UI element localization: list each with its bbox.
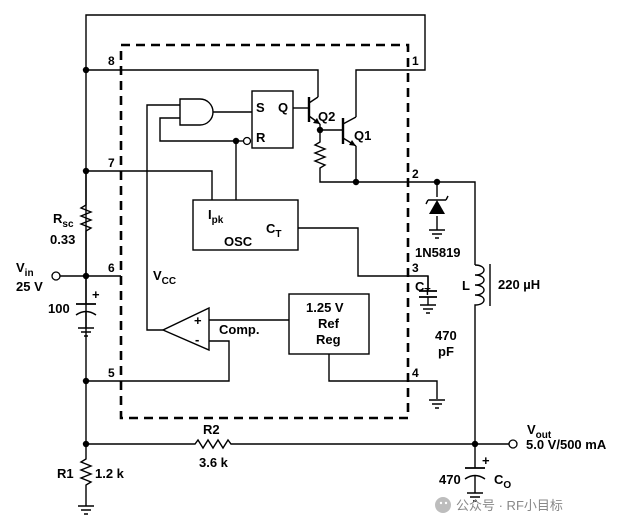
flipflop-r: R [256,130,266,145]
r2-value: 3.6 k [199,455,229,470]
ref-line1: 1.25 V [306,300,344,315]
vout-value: 5.0 V/500 mA [526,437,607,452]
q2-arrow-icon [313,118,320,124]
node-pin5 [82,377,90,385]
watermark-text: 公众号 · RF小目标 [456,498,563,513]
q1-arrow-icon [349,140,356,146]
diode-icon [429,200,445,214]
ref-line3: Reg [316,332,341,347]
ct-cap-value1: 470 [435,328,457,343]
flipflop-q: Q [278,100,288,115]
wire-pin2-out [408,181,476,265]
wire-q2-emitter-q1 [319,124,342,131]
cout-value: 470 [439,472,461,487]
diode-bar [425,195,449,205]
ground-r1-icon [78,505,94,515]
flipflop-box [251,90,294,149]
inductor-icon [474,264,485,445]
and-gate-icon [179,98,214,126]
wire-comp-minus-pin5 [86,340,230,382]
rsc-resistor-icon [79,171,93,276]
osc-ct: CT [266,221,282,240]
rsc-label: Rsc [53,211,74,230]
pin-3-label: 3 [412,261,419,275]
cin-value: 100 [48,301,70,316]
wire-pin7-ipk [86,170,213,200]
diode-label: 1N5819 [415,245,461,260]
ct-cap-value2: pF [438,344,454,359]
r1-value: 1.2 k [95,466,125,481]
cout-plus: + [482,453,490,468]
vout-terminal-icon[interactable] [508,439,518,449]
wechat-icon-dot [439,501,443,505]
pin-7-label: 7 [108,156,115,170]
pin-8-label: 8 [108,54,115,68]
vin-value: 25 V [16,279,43,294]
ct-cap-label: CT [415,279,431,298]
vout-label: Vout [527,422,552,441]
ground-diode-icon [429,229,445,239]
pin-5-label: 5 [108,366,115,380]
node-pin2-internal [352,178,360,186]
ground-cin-icon [78,312,94,337]
internal-resistor [313,130,408,183]
wechat-icon [435,497,451,513]
comparator-label: Comp. [219,322,259,337]
flipflop-s: S [256,100,265,115]
wechat-icon-dot2 [444,501,448,505]
cout-plate-bottom [464,474,486,480]
r1-name: R1 [57,466,74,481]
ground-pin4-icon [429,399,445,409]
cin-plus: + [92,287,100,302]
cin-plate-bottom [75,310,97,316]
wire-pin8-q2 [86,69,319,97]
ground-cout-icon [467,476,483,502]
ref-line2: Ref [318,316,340,331]
comparator-minus: - [195,332,199,347]
wire-and-in2 [159,117,236,142]
comparator-icon [161,306,210,352]
vcc-label: VCC [153,268,176,287]
wire-pin1-q1 [355,69,408,117]
q1-label: Q1 [354,128,371,143]
r-inverter-bubble [242,136,252,146]
rsc-value: 0.33 [50,232,75,247]
q2-label: Q2 [318,109,335,124]
ref-box [288,293,370,355]
wire-top-loop [85,14,426,444]
inductor-name: L [462,278,470,293]
r2-name: R2 [203,422,220,437]
pin-2-label: 2 [412,167,419,181]
q1-collector [342,116,357,125]
pin-1-label: 1 [412,54,419,68]
osc-name: OSC [224,234,253,249]
pin-4-label: 4 [412,366,419,380]
comparator-plus: + [194,313,202,328]
ground-ct-icon [420,304,436,314]
inductor-value: 220 µH [498,277,540,292]
wire-ref-pin4 [328,354,438,399]
vin-terminal-icon[interactable] [51,271,61,281]
pin-6-label: 6 [108,261,115,275]
osc-ipk: Ipk [208,207,224,226]
osc-box [192,199,299,251]
r1-resistor-icon [79,444,93,506]
wire-and-in1 [146,104,180,331]
cout-label: CO [494,472,511,491]
vin-label: Vin [16,260,34,279]
wire-output-rail [86,438,509,450]
ic-boundary [119,43,410,420]
q2-collector [308,96,319,104]
